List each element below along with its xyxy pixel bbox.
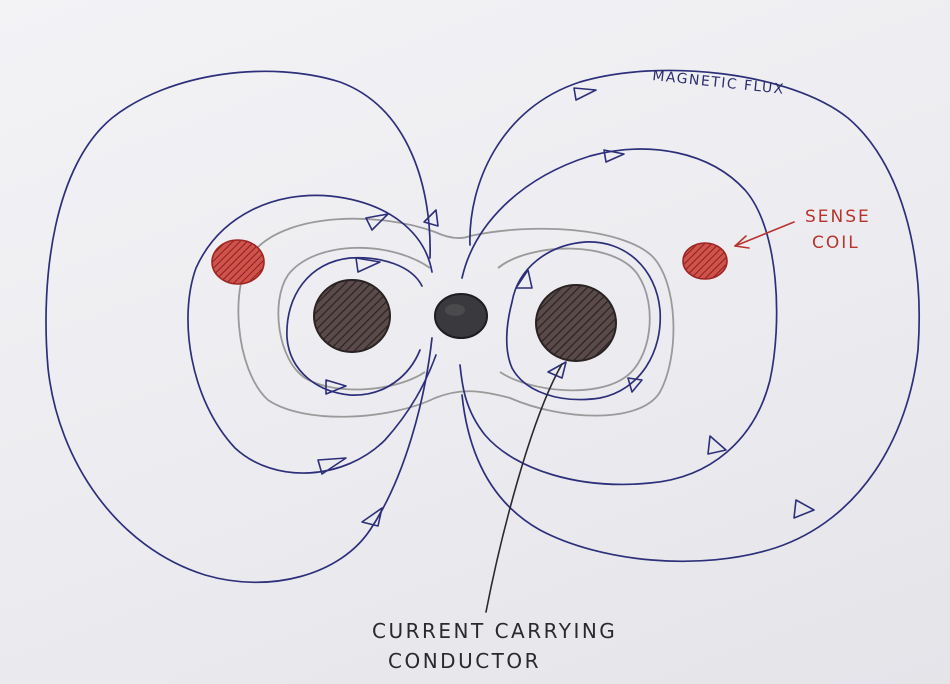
flux-arrow bbox=[627, 377, 643, 393]
flux-arrow bbox=[515, 269, 533, 289]
sense-coil-pointer bbox=[734, 221, 795, 249]
flux-arrow bbox=[355, 257, 381, 273]
current-carrying-conductor bbox=[434, 293, 488, 339]
core-left bbox=[313, 279, 391, 353]
sense-coil-right bbox=[682, 242, 728, 280]
flux-loop-right-outer bbox=[461, 69, 920, 563]
flux-loop-left-outer bbox=[45, 70, 433, 584]
gray-inner-right bbox=[497, 247, 651, 392]
gray-inner-left bbox=[277, 246, 431, 391]
sense-coils bbox=[211, 239, 728, 285]
sense-coil-label-line1: SENSE bbox=[805, 207, 871, 227]
cores bbox=[313, 279, 617, 362]
flux-lines bbox=[45, 69, 920, 584]
flux-arrow bbox=[361, 507, 383, 527]
flux-loop-left-middle bbox=[187, 194, 437, 474]
flux-arrow bbox=[365, 213, 389, 231]
conductor-label-line2: CONDUCTOR bbox=[388, 649, 541, 673]
flux-arrow bbox=[423, 209, 439, 227]
flux-arrow bbox=[707, 435, 727, 455]
sense-coil-left bbox=[211, 239, 265, 285]
flux-loop-right-middle bbox=[459, 148, 778, 486]
core-right bbox=[535, 284, 617, 362]
flux-arrows bbox=[317, 87, 815, 527]
flux-arrow bbox=[573, 87, 597, 101]
flux-arrow bbox=[603, 149, 625, 163]
flux-arrow bbox=[325, 379, 347, 395]
flux-arrow bbox=[317, 457, 347, 475]
sense-coil-label-line2: COIL bbox=[812, 233, 860, 253]
flux-arrow bbox=[547, 361, 567, 379]
conductor-highlight bbox=[445, 304, 465, 316]
flux-arrow bbox=[793, 499, 815, 519]
flux-loop-right-inner bbox=[505, 241, 662, 401]
conductor-label-line1: CURRENT CARRYING bbox=[372, 619, 617, 643]
conductor-pointer bbox=[485, 363, 563, 613]
flux-loop-left-inner bbox=[286, 256, 423, 396]
